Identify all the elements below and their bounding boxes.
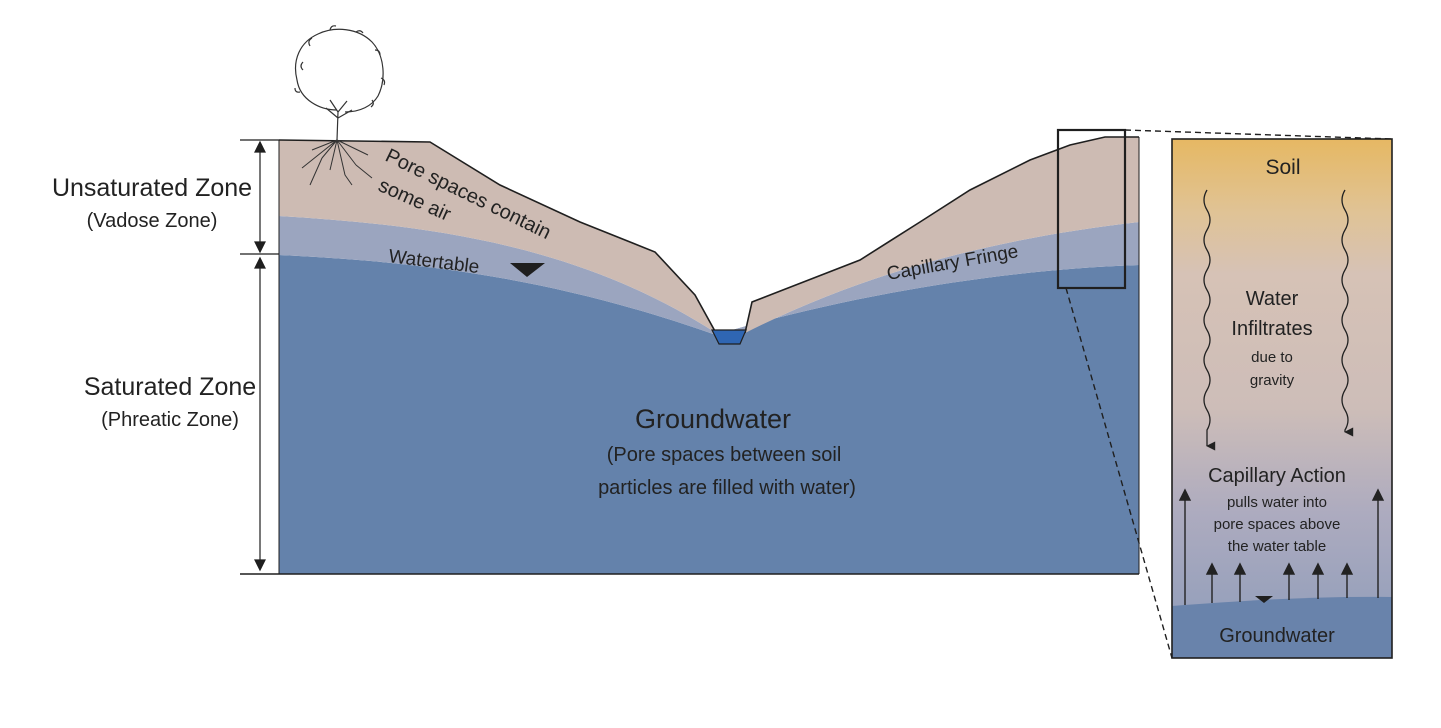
soil-layer xyxy=(279,137,1139,333)
zoom-indicator xyxy=(1056,128,1393,659)
groundwater-title: Groundwater xyxy=(635,404,791,434)
inset-soil-label: Soil xyxy=(1265,156,1300,179)
zoom-connector-bottom xyxy=(1065,287,1173,659)
ground-surface-line xyxy=(278,136,1139,334)
infiltration-arrow-left xyxy=(1203,189,1216,451)
cross-section xyxy=(240,136,1140,575)
inset-groundwater xyxy=(1172,596,1392,658)
inset-capillary-line2: pore spaces above xyxy=(1214,516,1341,533)
tree-icon xyxy=(294,25,386,186)
inset-water-line4: gravity xyxy=(1250,372,1295,389)
unsaturated-zone-label: Unsaturated Zone xyxy=(52,174,252,202)
zoom-box xyxy=(1056,128,1127,290)
inset-capillary-line1: pulls water into xyxy=(1227,494,1327,511)
saturated-zone-label: Saturated Zone xyxy=(84,373,256,401)
inset-background xyxy=(1172,139,1392,658)
inset-capillary-line3: the water table xyxy=(1228,538,1326,555)
inset-water-line3: due to xyxy=(1251,349,1293,366)
vadose-zone-label: (Vadose Zone) xyxy=(87,210,218,232)
inset-water-line1: Water xyxy=(1246,288,1299,310)
inset-water-line2: Infiltrates xyxy=(1231,318,1312,340)
infiltration-arrow-right xyxy=(1341,189,1354,437)
groundwater-desc-line2: particles are filled with water) xyxy=(598,477,856,499)
inset-border xyxy=(1171,138,1393,659)
inset-capillary-title: Capillary Action xyxy=(1208,465,1346,487)
stream-water xyxy=(711,329,747,345)
phreatic-zone-label: (Phreatic Zone) xyxy=(101,409,239,431)
capillary-arrows xyxy=(1178,488,1385,605)
inset-panel: Soil Water Infiltrates due to gravity Ca… xyxy=(1171,138,1393,659)
zoom-connector-top xyxy=(1124,129,1393,140)
capillary-fringe-layer xyxy=(279,216,1139,335)
inset-watertable-marker-icon xyxy=(1255,596,1273,603)
watertable-marker-icon xyxy=(510,263,545,277)
inset-groundwater-label: Groundwater xyxy=(1219,625,1335,647)
groundwater-desc-line1: (Pore spaces between soil xyxy=(607,444,842,466)
groundwater-layer xyxy=(279,255,1139,574)
zone-brackets xyxy=(240,139,279,572)
